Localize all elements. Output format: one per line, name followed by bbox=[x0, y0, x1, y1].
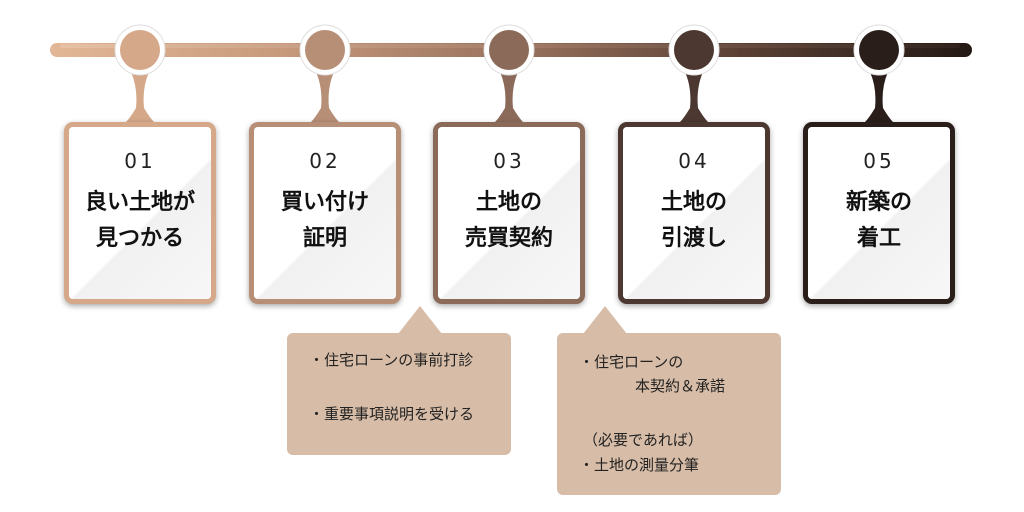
step-title: 新築の 着工 bbox=[845, 190, 912, 251]
node-connector bbox=[126, 72, 154, 122]
node-connector bbox=[311, 72, 339, 122]
note-line: ・重要事項説明を受ける bbox=[309, 405, 475, 423]
node-connector bbox=[680, 72, 708, 122]
step-title: 土地の 売買契約 bbox=[464, 190, 553, 251]
step-title: 土地の 引渡し bbox=[660, 190, 727, 251]
node-connector bbox=[865, 72, 893, 122]
step-card-2: 02 買い付け 証明 bbox=[249, 122, 401, 304]
note-line: ・土地の測量分筆 bbox=[579, 456, 700, 474]
step-card-1: 01 良い土地が 見つかる bbox=[64, 122, 216, 304]
step-title: 買い付け 証明 bbox=[280, 190, 369, 251]
step-card-5: 05 新築の 着工 bbox=[803, 122, 955, 304]
node-connector bbox=[495, 72, 523, 122]
note-pointer-2 bbox=[583, 306, 627, 334]
step-number: 04 bbox=[678, 149, 710, 173]
note-line: ・住宅ローンの事前打診 bbox=[309, 351, 474, 369]
note-line: 本契約＆承諾 bbox=[635, 377, 726, 395]
node-circle bbox=[674, 30, 714, 70]
step-number: 01 bbox=[124, 149, 156, 173]
node-circle bbox=[120, 30, 160, 70]
note-line: ・住宅ローンの bbox=[579, 353, 684, 371]
node-circle bbox=[305, 30, 345, 70]
step-title: 良い土地が 見つかる bbox=[84, 190, 195, 251]
node-circle bbox=[489, 30, 529, 70]
note-line: （必要であれば） bbox=[583, 431, 703, 449]
note-box-2: ・住宅ローンの 本契約＆承諾 （必要であれば） ・土地の測量分筆 bbox=[557, 333, 781, 495]
step-number: 05 bbox=[863, 149, 895, 173]
node-circle bbox=[859, 30, 899, 70]
note-pointer-1 bbox=[398, 306, 442, 334]
step-card-4: 04 土地の 引渡し bbox=[618, 122, 770, 304]
step-number: 03 bbox=[493, 149, 525, 173]
step-number: 02 bbox=[309, 149, 341, 173]
step-card-3: 03 土地の 売買契約 bbox=[433, 122, 585, 304]
note-box-1: ・住宅ローンの事前打診 ・重要事項説明を受ける bbox=[287, 333, 511, 455]
